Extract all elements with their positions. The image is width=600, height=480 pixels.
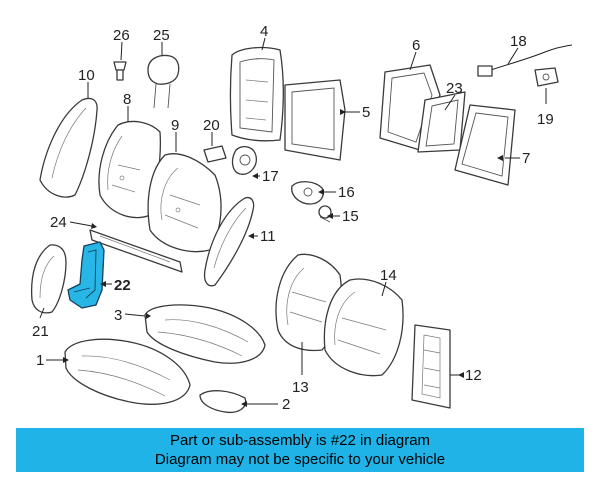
callout-arrowheads xyxy=(63,109,503,407)
callout-20: 20 xyxy=(203,117,220,134)
callout-26: 26 xyxy=(113,27,130,44)
callout-leaders xyxy=(39,37,547,405)
callout-2: 2 xyxy=(282,396,290,413)
part-10-side-bolster xyxy=(39,97,98,198)
part-12-pad xyxy=(411,324,451,409)
callout-6: 6 xyxy=(412,37,420,54)
part-22-highlighted-frame xyxy=(67,241,105,309)
callout-1: 1 xyxy=(36,352,44,369)
part-23-inner-panel xyxy=(417,91,466,153)
callout-17: 17 xyxy=(262,168,279,185)
banner-line-part: Part or sub-assembly is #22 in diagram xyxy=(169,432,431,449)
part-8-seat-back-left xyxy=(98,120,162,219)
part-20-bracket xyxy=(203,145,227,163)
part-7-back-panel-right xyxy=(454,104,516,186)
callout-9: 9 xyxy=(171,117,179,134)
callout-3: 3 xyxy=(114,307,122,324)
callout-23: 23 xyxy=(446,80,463,97)
part-19-bracket xyxy=(534,67,559,87)
part-11-side-trim xyxy=(203,196,255,287)
callout-11: 11 xyxy=(260,228,276,245)
callout-5: 5 xyxy=(362,104,370,121)
part-1-seat-cover xyxy=(64,338,191,405)
callout-12: 12 xyxy=(465,367,482,384)
callout-13: 13 xyxy=(292,379,309,396)
parts-diagram: 10 26 25 8 9 4 5 6 23 7 18 19 20 17 16 1… xyxy=(30,23,573,414)
info-banner: Part or sub-assembly is #22 in diagram D… xyxy=(16,428,584,472)
callout-16: 16 xyxy=(338,184,355,201)
callout-7: 7 xyxy=(522,150,530,167)
part-14-seat-back-cover-right xyxy=(323,278,404,377)
part-4-seat-frame xyxy=(229,46,285,142)
callout-18: 18 xyxy=(510,33,527,50)
part-18-cable xyxy=(477,44,573,77)
part-16-bracket xyxy=(291,181,324,205)
part-24-bracket xyxy=(89,229,183,273)
callout-24: 24 xyxy=(50,214,67,231)
banner-line-disclaimer: Diagram may not be specific to your vehi… xyxy=(154,451,446,468)
part-21-bolster xyxy=(30,244,67,314)
callout-labels: 10 26 25 8 9 4 5 6 23 7 18 19 20 17 16 1… xyxy=(32,23,554,413)
callout-8: 8 xyxy=(123,91,131,108)
part-3-seat-cushion xyxy=(144,304,266,364)
part-9-seat-back-right xyxy=(147,153,222,253)
callout-15: 15 xyxy=(342,208,359,225)
callout-4: 4 xyxy=(260,23,268,40)
callout-21: 21 xyxy=(32,323,49,340)
callout-22: 22 xyxy=(114,277,131,294)
callout-10: 10 xyxy=(78,67,95,84)
part-5-panel xyxy=(284,79,346,161)
callout-25: 25 xyxy=(153,27,170,44)
callout-19: 19 xyxy=(537,111,554,128)
part-26-clip xyxy=(113,61,127,81)
part-15-bolt xyxy=(318,205,332,223)
part-17-latch xyxy=(231,145,257,175)
part-2-cover xyxy=(199,390,247,414)
part-25-headrest xyxy=(147,54,180,109)
callout-14: 14 xyxy=(380,267,397,284)
